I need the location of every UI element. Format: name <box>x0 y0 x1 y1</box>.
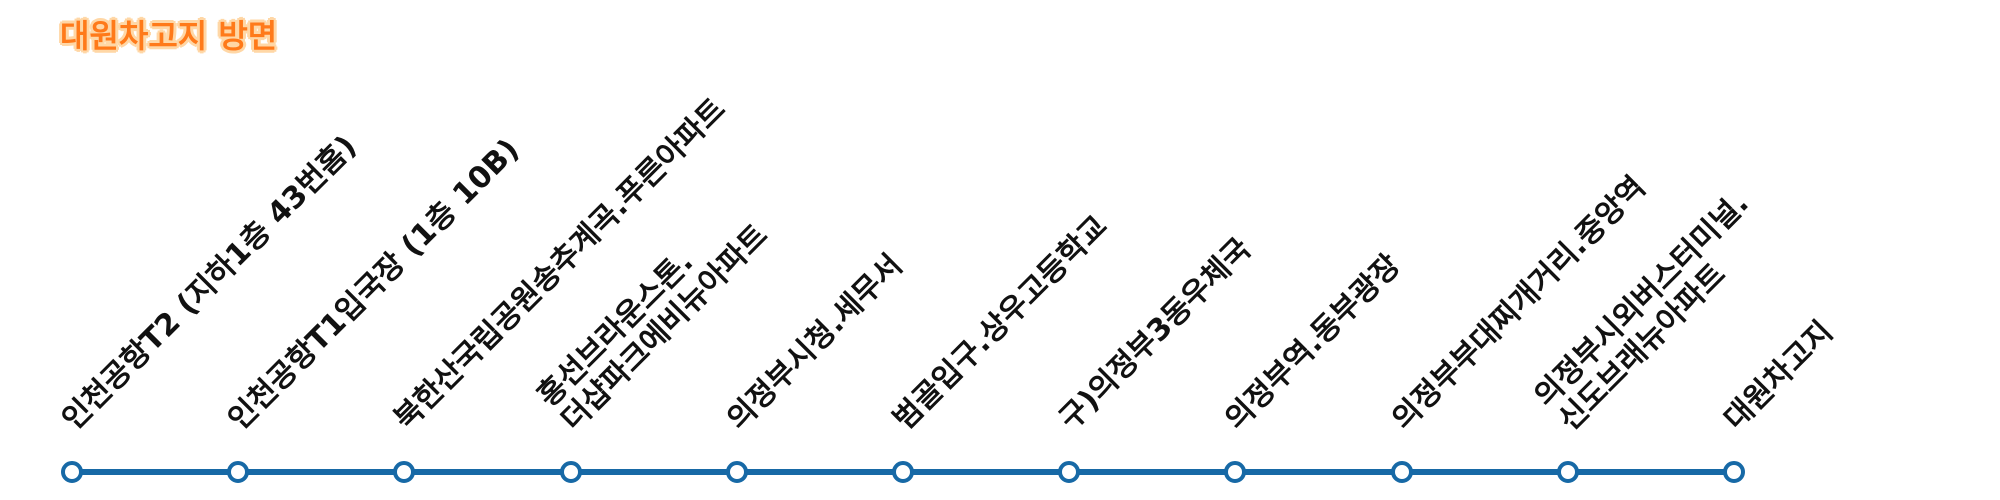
stop-name-line: 의정부시청.세무서 <box>720 248 910 438</box>
stop-name: 인천공항T2 (지하1층 43번홈) <box>55 129 364 438</box>
stop-name: 의정부시청.세무서 <box>720 248 910 438</box>
stop-circle <box>227 461 250 483</box>
stop-name: 대원차고지 <box>1717 314 1840 438</box>
stop-circle <box>1224 461 1247 483</box>
stop-name-line: 의정부역.동부광장 <box>1218 248 1408 438</box>
stop-circle <box>1390 461 1413 483</box>
stop-circle <box>393 461 416 483</box>
stop-circle <box>1556 461 1579 483</box>
stop-circle <box>725 461 748 483</box>
stop-name-line: 인천공항T1입국장 (1층 10B) <box>221 132 527 438</box>
stop-circle <box>61 461 83 483</box>
stop-circle <box>559 461 582 483</box>
stop-name-line: 대원차고지 <box>1717 314 1840 438</box>
stop-name: 의정부역.동부광장 <box>1218 248 1408 438</box>
stop-name: 인천공항T1입국장 (1층 10B) <box>221 132 527 438</box>
stop-name-line: 의정부시외버스터미널. <box>1527 185 1756 414</box>
stop-circle <box>1723 461 1745 483</box>
stop-name-line: 인천공항T2 (지하1층 43번홈) <box>55 129 364 438</box>
stop-circle <box>1058 461 1081 483</box>
stop-name-line: 홍선브라운스톤. <box>530 244 700 414</box>
direction-title: 대원차고지 방면 <box>60 17 278 55</box>
stop-circle <box>892 461 914 483</box>
